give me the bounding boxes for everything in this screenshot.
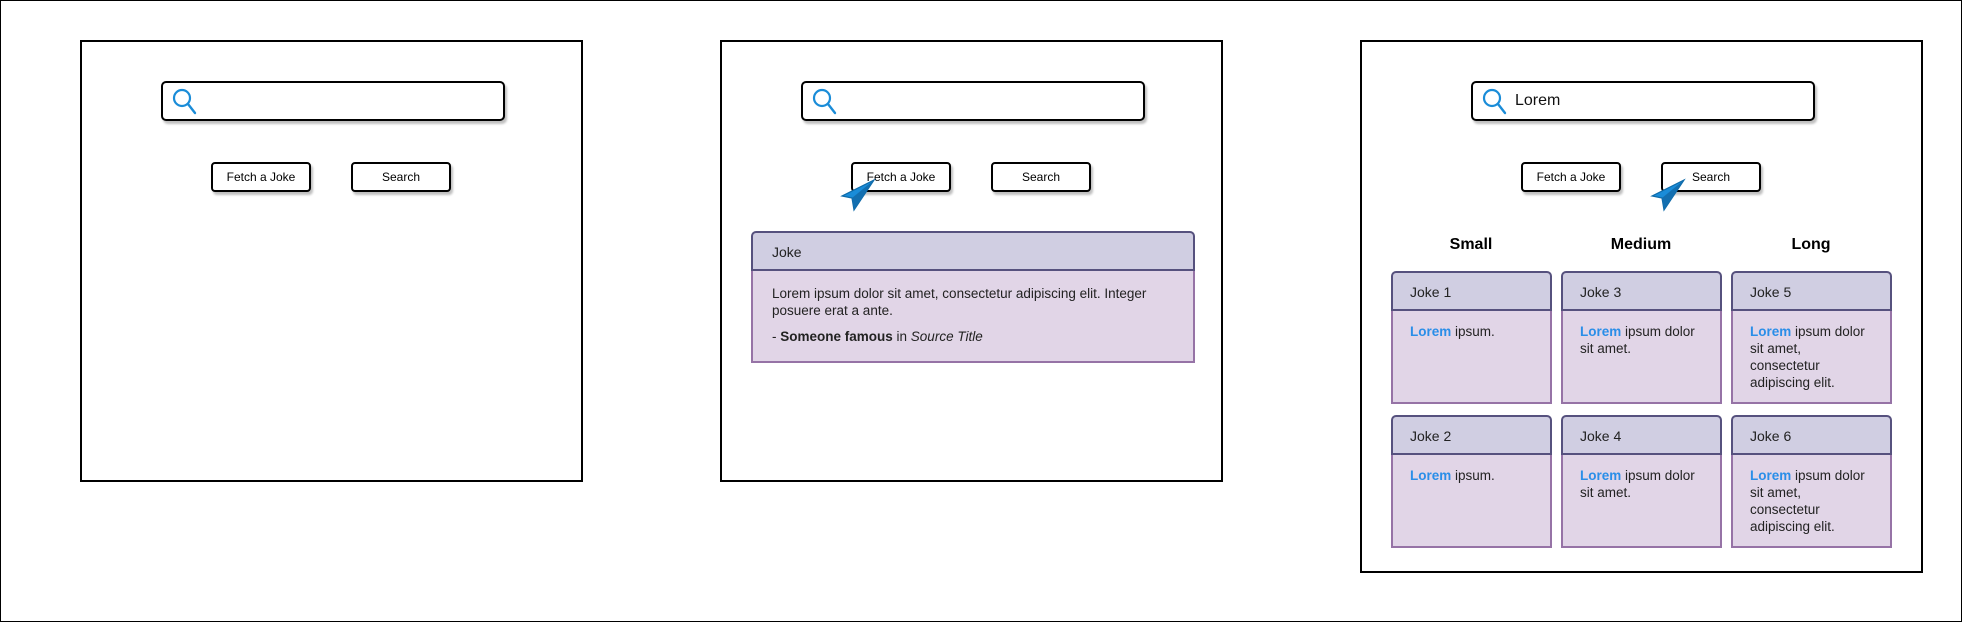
attribution-in: in	[892, 329, 911, 344]
joke-card: Joke 6 Lorem ipsum dolor sit amet, conse…	[1731, 415, 1892, 548]
search-highlight: Lorem	[1410, 468, 1452, 483]
joke-card-body: Lorem ipsum dolor sit amet.	[1561, 455, 1722, 548]
joke-card-body: Lorem ipsum dolor sit amet, consectetur …	[1731, 311, 1892, 404]
joke-attribution: - Someone famous in Source Title	[772, 328, 1174, 345]
joke-card-body: Lorem ipsum dolor sit amet, consectetur …	[1731, 455, 1892, 548]
search-highlight: Lorem	[1750, 468, 1792, 483]
joke-author: Someone famous	[780, 329, 893, 344]
joke-text: Lorem ipsum dolor sit amet, consectetur …	[772, 286, 1147, 318]
joke-card: Joke Lorem ipsum dolor sit amet, consect…	[751, 231, 1195, 363]
joke-card: Joke 1 Lorem ipsum.	[1391, 271, 1552, 404]
joke-card-header: Joke 1	[1391, 271, 1552, 311]
joke-text: ipsum dolor sit amet.	[1580, 324, 1695, 356]
joke-card: Joke 4 Lorem ipsum dolor sit amet.	[1561, 415, 1722, 548]
search-icon	[1482, 88, 1507, 115]
joke-card-title: Joke 6	[1750, 428, 1792, 444]
joke-card: Joke 3 Lorem ipsum dolor sit amet.	[1561, 271, 1722, 404]
search-icon	[172, 88, 197, 115]
joke-card-title: Joke 3	[1580, 284, 1622, 300]
attribution-prefix: -	[772, 329, 781, 344]
search-highlight: Lorem	[1410, 324, 1452, 339]
joke-card-body: Lorem ipsum.	[1391, 455, 1552, 548]
joke-card-header: Joke	[751, 231, 1195, 271]
wireframe-fetch-joke: Fetch a Joke Search Joke Lorem ipsum dol…	[720, 40, 1223, 482]
search-highlight: Lorem	[1580, 324, 1622, 339]
joke-card-title: Joke 4	[1580, 428, 1622, 444]
column-title-small: Small	[1449, 236, 1493, 253]
search-button[interactable]: Search	[351, 162, 451, 192]
joke-text: ipsum dolor sit amet, consectetur adipis…	[1750, 324, 1865, 390]
joke-card-title: Joke 1	[1410, 284, 1452, 300]
joke-text: ipsum dolor sit amet.	[1580, 468, 1695, 500]
search-button[interactable]: Search	[991, 162, 1091, 192]
joke-text: ipsum.	[1451, 468, 1495, 483]
joke-text: ipsum dolor sit amet, consectetur adipis…	[1750, 468, 1865, 534]
wireframe-search-results: Lorem Fetch a Joke Search Small Medium L…	[1360, 40, 1923, 573]
joke-card-header: Joke 6	[1731, 415, 1892, 455]
joke-card-header: Joke 4	[1561, 415, 1722, 455]
joke-card: Joke 2 Lorem ipsum.	[1391, 415, 1552, 548]
pointer-cursor-icon	[840, 178, 876, 212]
search-input[interactable]: Lorem	[1471, 81, 1815, 121]
search-input[interactable]	[161, 81, 505, 121]
column-title-long: Long	[1791, 236, 1831, 253]
joke-card-body: Lorem ipsum.	[1391, 311, 1552, 404]
joke-card-body: Lorem ipsum dolor sit amet, consectetur …	[751, 271, 1195, 363]
pointer-cursor-icon	[1650, 178, 1686, 212]
search-icon	[812, 88, 837, 115]
search-value: Lorem	[1515, 92, 1561, 109]
joke-card-title: Joke 5	[1750, 284, 1792, 300]
fetch-joke-button[interactable]: Fetch a Joke	[1521, 162, 1621, 192]
joke-card-header: Joke 5	[1731, 271, 1892, 311]
column-title-medium: Medium	[1610, 236, 1672, 253]
joke-card-title: Joke	[772, 244, 802, 260]
joke-card: Joke 5 Lorem ipsum dolor sit amet, conse…	[1731, 271, 1892, 404]
search-input[interactable]	[801, 81, 1145, 121]
search-highlight: Lorem	[1580, 468, 1622, 483]
joke-card-header: Joke 2	[1391, 415, 1552, 455]
fetch-joke-button[interactable]: Fetch a Joke	[211, 162, 311, 192]
fetch-joke-button[interactable]: Fetch a Joke	[851, 162, 951, 192]
joke-source: Source Title	[910, 329, 983, 344]
search-highlight: Lorem	[1750, 324, 1792, 339]
wireframe-initial: Fetch a Joke Search	[80, 40, 583, 482]
joke-card-title: Joke 2	[1410, 428, 1452, 444]
joke-text: ipsum.	[1451, 324, 1495, 339]
joke-card-body: Lorem ipsum dolor sit amet.	[1561, 311, 1722, 404]
joke-card-header: Joke 3	[1561, 271, 1722, 311]
